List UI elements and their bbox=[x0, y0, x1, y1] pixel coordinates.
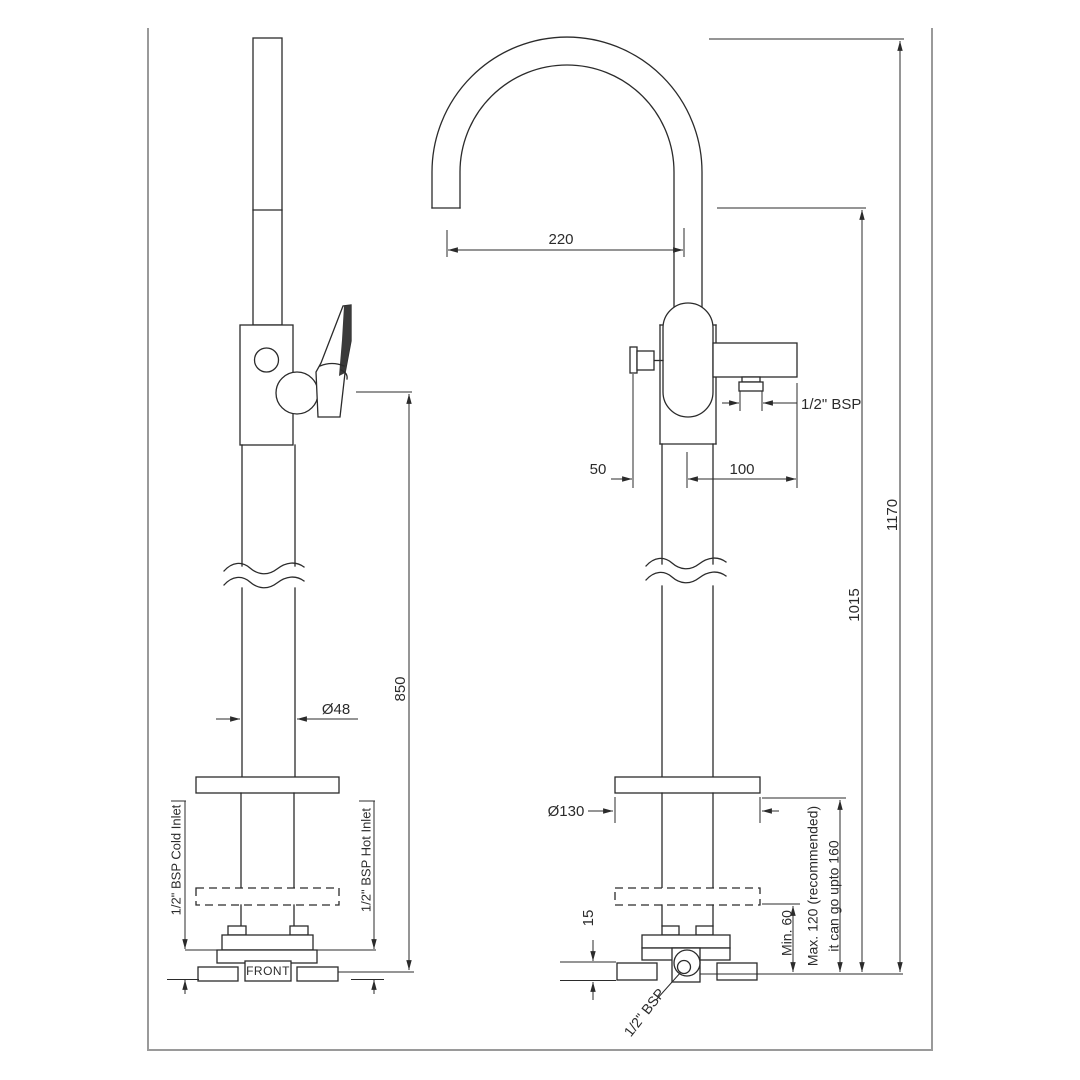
label-base-plate: 15 bbox=[580, 910, 597, 927]
label-spout-reach: 220 bbox=[548, 231, 573, 248]
dim-handle-height: 850 bbox=[338, 391, 414, 973]
side-flange-hidden bbox=[195, 887, 340, 906]
label-overall-height: 1170 bbox=[884, 499, 901, 531]
label-spout-height: 1015 bbox=[846, 588, 863, 621]
break-lines bbox=[645, 557, 727, 584]
diverter-knob-cap bbox=[629, 346, 638, 374]
label-outlet-bsp: 1/2" BSP bbox=[801, 396, 861, 413]
dim-offsets-50-100: 50 100 bbox=[590, 374, 798, 488]
label-front: FRONT bbox=[246, 964, 290, 978]
label-min-60: Min. 60 bbox=[779, 910, 795, 956]
base-inlet-port bbox=[676, 959, 692, 975]
dim-hot-inlet: 1/2" BSP Hot Inlet bbox=[316, 800, 384, 994]
dim-pipe-diameter: Ø48 bbox=[216, 701, 358, 722]
spout-arm bbox=[712, 342, 798, 378]
side-base-front-block bbox=[244, 960, 292, 982]
handle-ball bbox=[275, 371, 319, 415]
spout-outer bbox=[431, 36, 703, 308]
label-cold-inlet: 1/2" BSP Cold Inlet bbox=[169, 804, 184, 915]
front-flange-hidden bbox=[614, 887, 761, 906]
label-hot-inlet: 1/2" BSP Hot Inlet bbox=[359, 808, 374, 912]
dim-spout-height-1015: 1015 bbox=[717, 207, 866, 973]
label-base-bsp: 1/2" BSP bbox=[621, 985, 668, 1039]
break-lines bbox=[223, 562, 305, 589]
front-view bbox=[431, 36, 798, 1001]
dim-spout-reach: 220 bbox=[446, 228, 685, 257]
side-body-screw bbox=[253, 347, 280, 373]
label-pipe-dia: Ø48 bbox=[322, 701, 350, 718]
dim-outlet-bsp: 1/2" BSP bbox=[722, 391, 861, 413]
label-flange-dia: Ø130 bbox=[548, 803, 585, 820]
dim-max-120: Max. 120 (recommended) it can go upto 16… bbox=[762, 797, 846, 973]
side-rod bbox=[252, 37, 283, 326]
label-offset-100: 100 bbox=[729, 461, 754, 478]
label-max-120: Max. 120 (recommended) bbox=[805, 806, 821, 966]
label-handle-height: 850 bbox=[392, 676, 409, 701]
side-flange bbox=[195, 776, 340, 794]
dim-flange-diameter: Ø130 bbox=[548, 797, 779, 823]
dim-base-plate-15: 15 bbox=[560, 910, 616, 1000]
dim-base-bsp: 1/2" BSP bbox=[621, 985, 668, 1039]
label-offset-50: 50 bbox=[590, 461, 607, 478]
side-view: FRONT bbox=[195, 37, 352, 982]
dim-min-60: Min. 60 bbox=[762, 903, 800, 973]
spout-inner bbox=[459, 64, 675, 308]
outlet-nut bbox=[738, 381, 764, 392]
drawing-frame bbox=[147, 28, 933, 1051]
front-flange bbox=[614, 776, 761, 794]
label-max-120b: it can go upto 160 bbox=[826, 840, 842, 952]
front-body-capsule bbox=[662, 302, 714, 418]
dim-overall-height-1170: 1170 bbox=[700, 38, 904, 975]
dim-cold-inlet: 1/2" BSP Cold Inlet bbox=[167, 800, 224, 994]
diverter-knob bbox=[636, 350, 655, 371]
